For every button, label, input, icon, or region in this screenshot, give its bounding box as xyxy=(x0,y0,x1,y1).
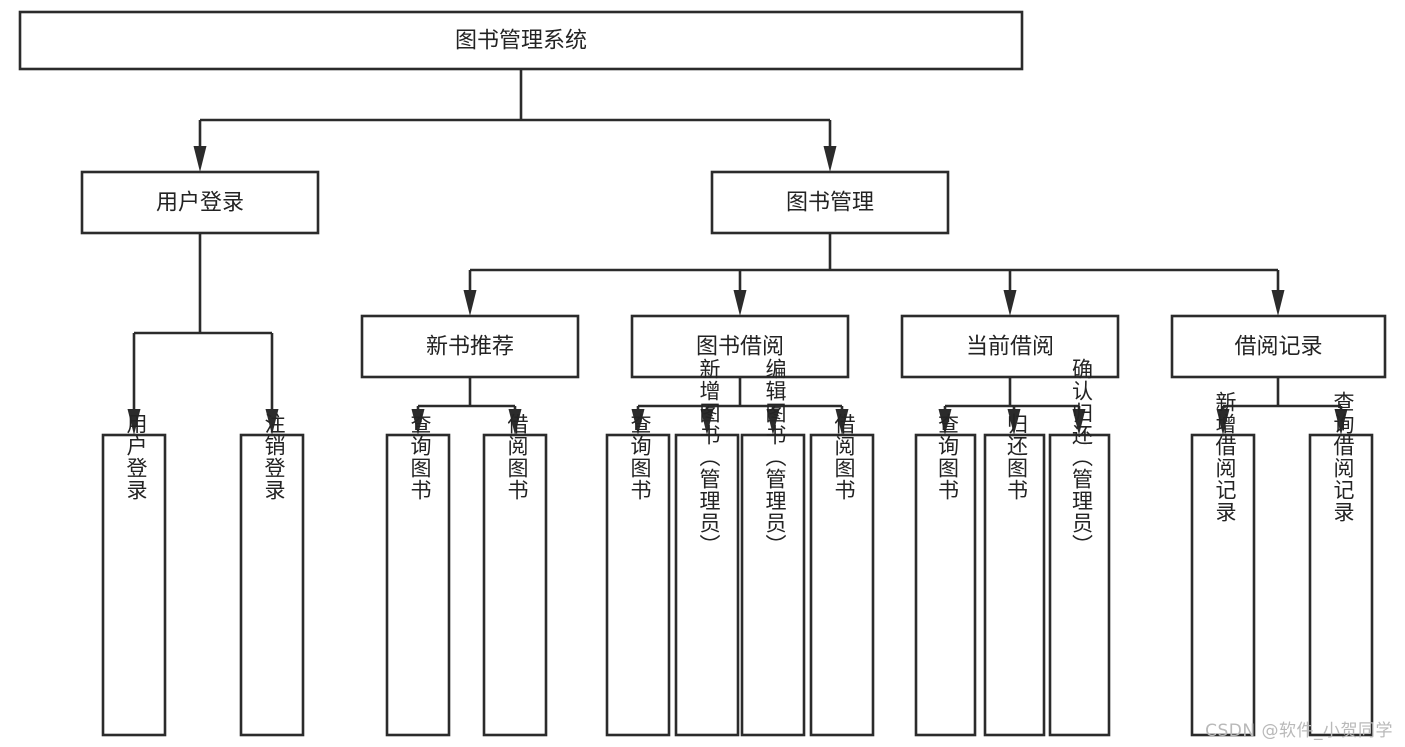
arrow-head-icon xyxy=(766,409,780,435)
node-current-borrow[interactable]: 当前借阅 xyxy=(900,314,1120,379)
arrow-head-icon xyxy=(700,409,714,435)
node-box[interactable] xyxy=(1190,433,1256,737)
node-label: 确认归还（管理员） xyxy=(1070,358,1094,556)
arrow-head-icon xyxy=(1072,409,1086,435)
connector-user-login xyxy=(127,233,279,435)
arrow-head-icon xyxy=(938,409,952,435)
node-leaf-borrow-book-rec[interactable]: 借阅图书 xyxy=(482,413,548,737)
node-leaf-add-record[interactable]: 新增借阅记录 xyxy=(1190,391,1256,737)
connector-new-book-recommend xyxy=(411,377,522,435)
node-leaf-borrow-book[interactable]: 借阅图书 xyxy=(809,413,875,737)
node-leaf-query-book-cur[interactable]: 查询图书 xyxy=(914,413,977,737)
node-label: 图书管理 xyxy=(786,191,874,216)
node-leaf-return-book[interactable]: 归还图书 xyxy=(983,413,1046,737)
node-label: 查询图书 xyxy=(936,413,960,501)
connector-book-manage xyxy=(463,233,1285,316)
node-box[interactable] xyxy=(710,170,950,235)
node-new-book-recommend[interactable]: 新书推荐 xyxy=(360,314,580,379)
node-box[interactable] xyxy=(914,433,977,737)
node-label: 用户登录 xyxy=(124,413,148,501)
node-borrow-record[interactable]: 借阅记录 xyxy=(1170,314,1387,379)
arrow-head-icon xyxy=(1003,290,1017,316)
arrow-head-icon xyxy=(835,409,849,435)
nodes-layer: 图书管理系统用户登录图书管理新书推荐图书借阅当前借阅借阅记录用户登录注销登录查询… xyxy=(18,10,1387,737)
arrow-head-icon xyxy=(1271,290,1285,316)
node-leaf-query-book-rec[interactable]: 查询图书 xyxy=(385,413,451,737)
node-box[interactable] xyxy=(605,433,671,737)
node-box[interactable] xyxy=(101,433,167,737)
node-leaf-edit-book[interactable]: 编辑图书（管理员） xyxy=(740,358,806,737)
arrow-head-icon xyxy=(265,409,279,435)
node-label: 当前借阅 xyxy=(966,335,1054,360)
node-box[interactable] xyxy=(482,433,548,737)
node-box[interactable] xyxy=(630,314,850,379)
node-leaf-add-book[interactable]: 新增图书（管理员） xyxy=(674,358,740,737)
node-label: 图书借阅 xyxy=(696,335,784,360)
node-label: 图书管理系统 xyxy=(455,29,587,54)
node-box[interactable] xyxy=(1170,314,1387,379)
node-label: 新增借阅记录 xyxy=(1213,391,1237,523)
node-box[interactable] xyxy=(1308,433,1374,737)
node-label: 借阅图书 xyxy=(505,413,529,501)
node-box[interactable] xyxy=(674,433,740,737)
node-box[interactable] xyxy=(900,314,1120,379)
node-label: 归还图书 xyxy=(1005,413,1029,501)
node-root[interactable]: 图书管理系统 xyxy=(18,10,1024,71)
node-label: 注销登录 xyxy=(262,413,286,501)
connector-root xyxy=(193,69,837,172)
node-user-login[interactable]: 用户登录 xyxy=(80,170,320,235)
arrow-head-icon xyxy=(508,409,522,435)
arrow-head-icon xyxy=(1334,409,1348,435)
arrow-head-icon xyxy=(823,146,837,172)
node-box[interactable] xyxy=(360,314,580,379)
node-box[interactable] xyxy=(1048,433,1111,737)
node-box[interactable] xyxy=(80,170,320,235)
node-leaf-query-book-borrow[interactable]: 查询图书 xyxy=(605,413,671,737)
arrow-head-icon xyxy=(411,409,425,435)
arrow-head-icon xyxy=(193,146,207,172)
node-book-borrow[interactable]: 图书借阅 xyxy=(630,314,850,379)
node-box[interactable] xyxy=(18,10,1024,71)
node-label: 编辑图书（管理员） xyxy=(763,358,787,556)
connector-borrow-record xyxy=(1216,377,1348,435)
arrow-head-icon xyxy=(1216,409,1230,435)
node-leaf-logout[interactable]: 注销登录 xyxy=(239,413,305,737)
node-label: 查询图书 xyxy=(628,413,652,501)
node-box[interactable] xyxy=(983,433,1046,737)
node-leaf-confirm-return[interactable]: 确认归还（管理员） xyxy=(1048,358,1111,737)
arrow-head-icon xyxy=(463,290,477,316)
node-leaf-query-record[interactable]: 查询借阅记录 xyxy=(1308,391,1374,737)
node-box[interactable] xyxy=(740,433,806,737)
arrow-head-icon xyxy=(733,290,747,316)
connector-book-borrow xyxy=(631,377,849,435)
node-label: 借阅图书 xyxy=(832,413,856,501)
connector-current-borrow xyxy=(938,377,1086,435)
node-label: 用户登录 xyxy=(156,191,244,216)
node-box[interactable] xyxy=(809,433,875,737)
arrow-head-icon xyxy=(127,409,141,435)
node-box[interactable] xyxy=(385,433,451,737)
node-book-manage[interactable]: 图书管理 xyxy=(710,170,950,235)
node-label: 借阅记录 xyxy=(1234,335,1322,360)
edges-layer xyxy=(127,69,1348,435)
node-leaf-user-login[interactable]: 用户登录 xyxy=(101,413,167,737)
arrow-head-icon xyxy=(1007,409,1021,435)
node-label: 查询借阅记录 xyxy=(1331,391,1355,523)
node-label: 新书推荐 xyxy=(426,335,514,360)
node-label: 新增图书（管理员） xyxy=(697,358,721,556)
node-label: 查询图书 xyxy=(408,413,432,501)
node-box[interactable] xyxy=(239,433,305,737)
arrow-head-icon xyxy=(631,409,645,435)
